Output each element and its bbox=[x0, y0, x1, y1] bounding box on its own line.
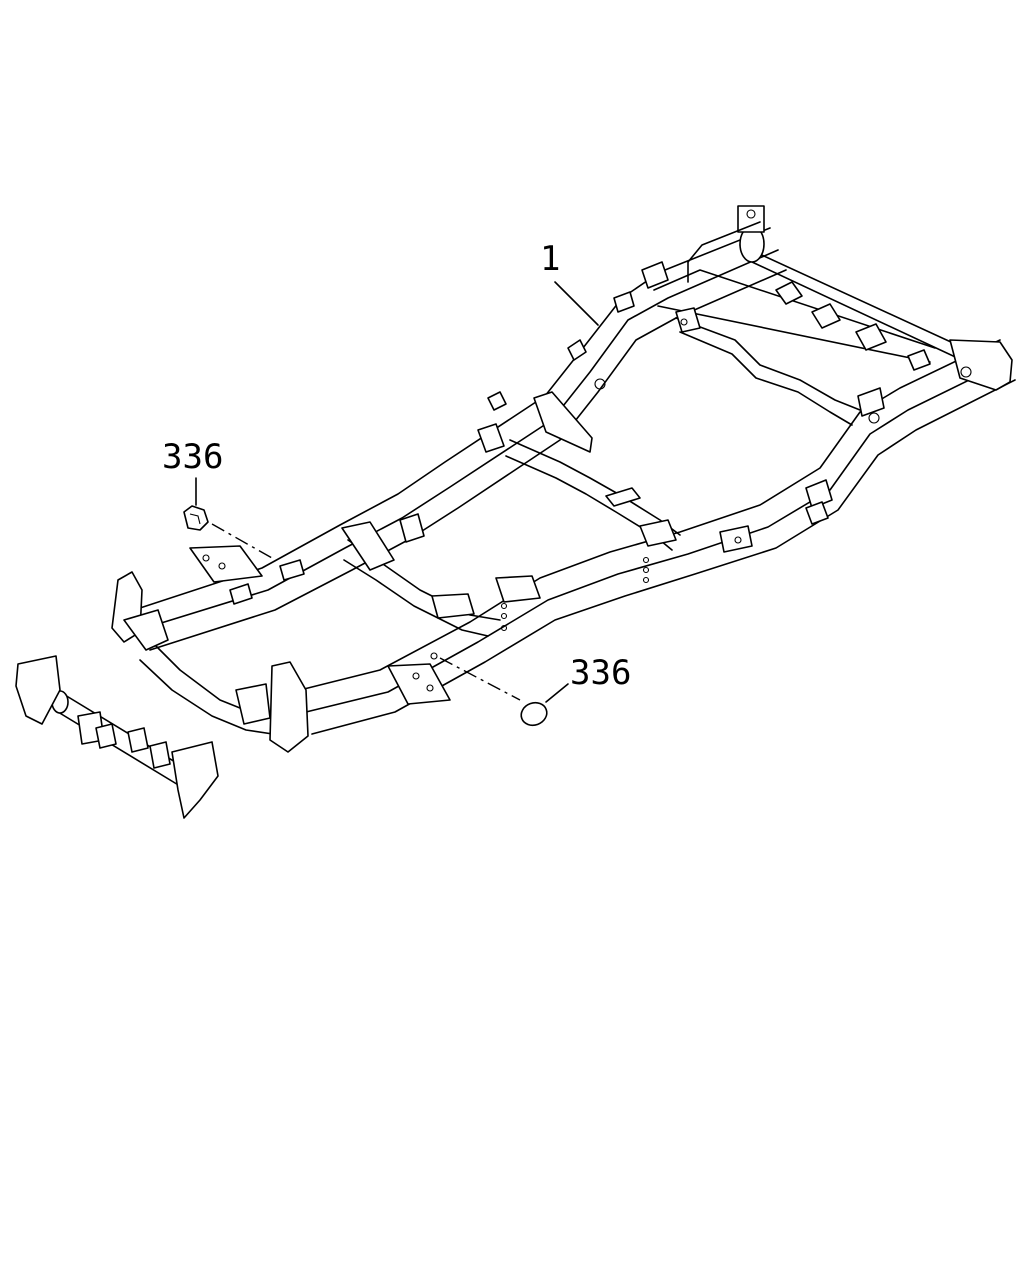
rear-crossmember bbox=[653, 205, 997, 377]
callout-label-336-right: 336 bbox=[570, 653, 631, 693]
leader-line-1 bbox=[554, 281, 599, 326]
plug-left-icon bbox=[183, 505, 209, 531]
plug-right-icon bbox=[520, 701, 548, 727]
centerline-right-plug bbox=[439, 657, 521, 701]
crossmembers bbox=[51, 317, 861, 787]
callout-label-1: 1 bbox=[540, 239, 560, 279]
callout-label-336-left: 336 bbox=[162, 437, 223, 477]
left-side-rail bbox=[139, 227, 787, 651]
frame-holes bbox=[202, 318, 972, 692]
mount-brackets bbox=[189, 261, 1013, 705]
leader-lines bbox=[195, 281, 599, 703]
leader-line-336-right bbox=[545, 683, 569, 703]
front-suspension-mounts bbox=[15, 571, 309, 819]
centerline-left-plug bbox=[211, 523, 273, 559]
